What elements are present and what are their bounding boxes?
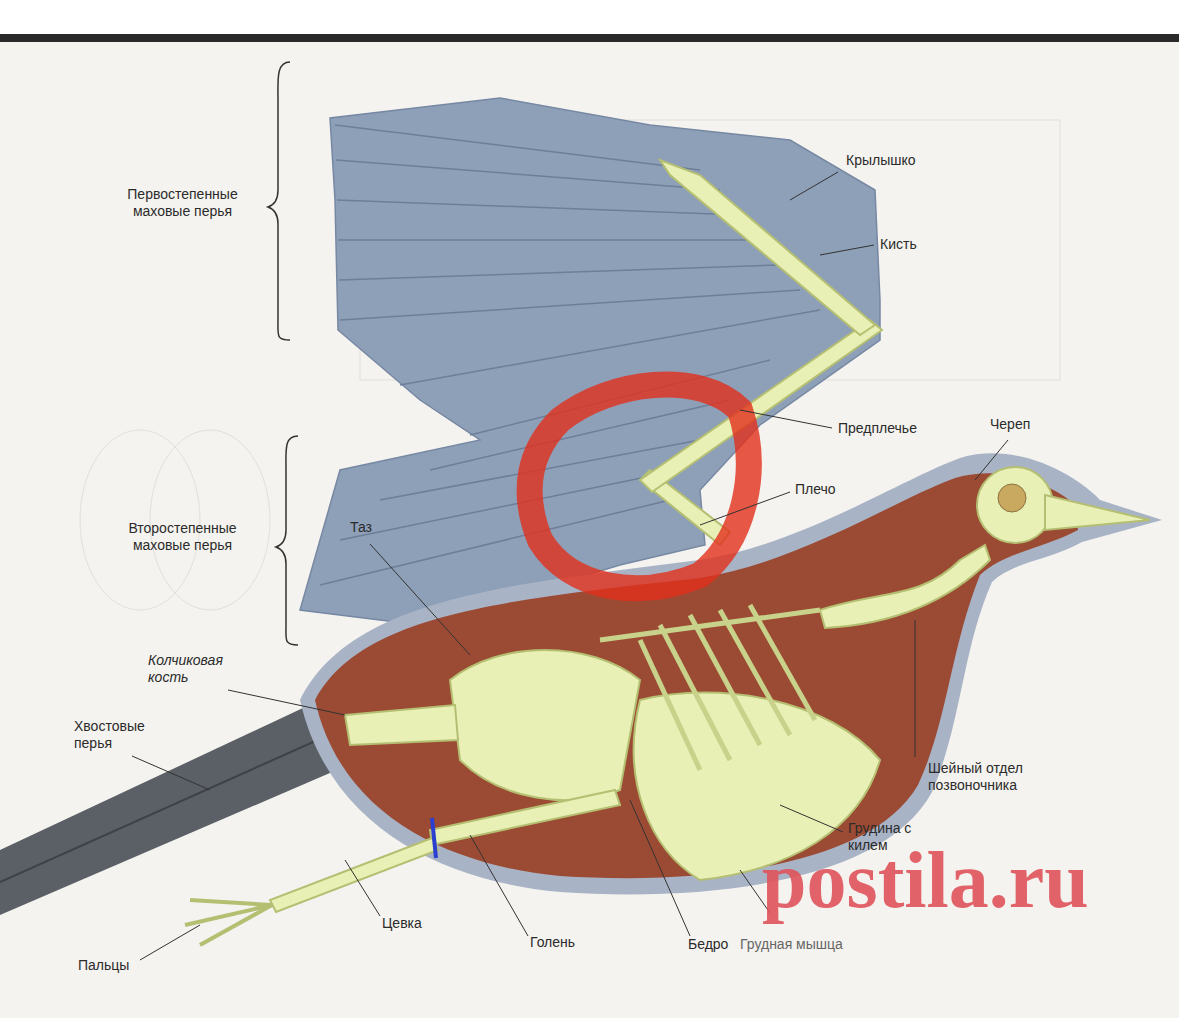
- part-label: Бедро: [688, 936, 728, 953]
- part-label: Крылышко: [846, 152, 916, 169]
- part-label: Таз: [350, 519, 372, 536]
- part-label: Хвостовые перья: [74, 718, 159, 752]
- part-label: Предплечье: [838, 420, 917, 437]
- part-label: Голень: [530, 934, 575, 951]
- watermark: postila.ru: [762, 838, 1089, 922]
- part-label: Череп: [990, 416, 1030, 433]
- part-label: Кисть: [880, 236, 917, 253]
- part-label: Шейный отдел позвоночника: [928, 760, 1058, 794]
- part-label: Грудная мышца: [740, 936, 843, 953]
- part-label: Колчиковая кость: [148, 652, 243, 686]
- part-label: Плечо: [795, 481, 836, 498]
- part-label: Цевка: [382, 915, 422, 932]
- wing-section-label: Первостепенные маховые перья: [105, 186, 260, 220]
- part-label: Пальцы: [78, 957, 129, 974]
- wing-section-label: Второстепенные маховые перья: [105, 520, 260, 554]
